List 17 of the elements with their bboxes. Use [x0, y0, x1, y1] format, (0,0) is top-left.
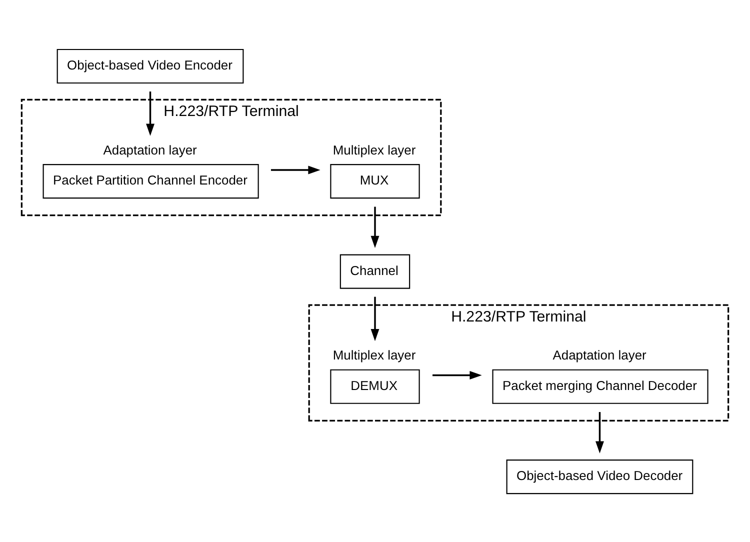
node-box: DEMUX	[330, 369, 420, 404]
node-box: Packet Partition Channel Encoder	[42, 164, 259, 199]
arrow	[432, 371, 482, 380]
node-box: Channel	[340, 254, 410, 289]
arrow	[596, 412, 604, 454]
node-label: Multiplex layer	[332, 142, 416, 158]
node-label: Adaptation layer	[552, 348, 646, 363]
arrow	[370, 296, 380, 342]
node-box: MUX	[330, 164, 420, 199]
node-box: Packet merging Channel Decoder	[492, 369, 708, 404]
node-label: Multiplex layer	[332, 348, 416, 363]
arrow	[270, 166, 320, 174]
node-label: Adaptation layer	[103, 142, 197, 158]
arrow	[370, 206, 380, 248]
node-box: Object-based Video Decoder	[506, 460, 694, 494]
node-box: Object-based Video Encoder	[56, 48, 244, 84]
arrow	[146, 92, 154, 136]
